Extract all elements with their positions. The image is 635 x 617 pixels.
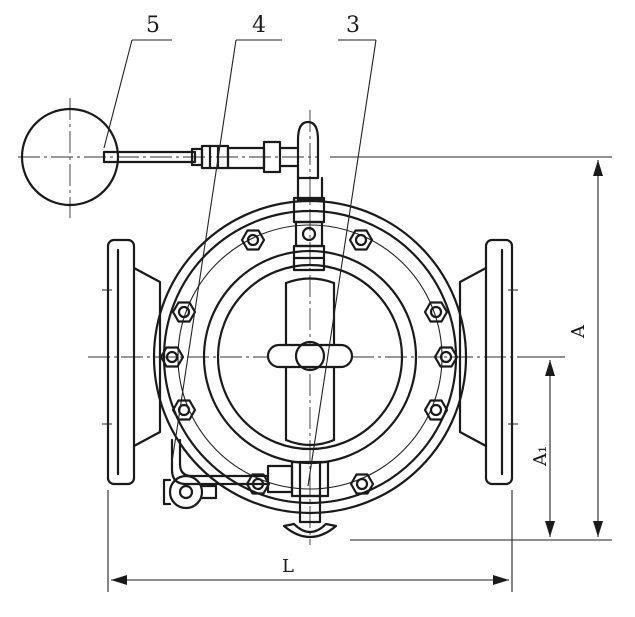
callout-4: 4 [252, 13, 266, 38]
float-ball [20, 107, 120, 207]
bolt [349, 473, 375, 495]
bolt [240, 229, 266, 251]
center-guide [266, 277, 354, 447]
lower-left-fitting [162, 474, 218, 510]
dimension-l [107, 490, 513, 592]
right-flange [458, 238, 518, 486]
dimension-a-label: A [568, 324, 589, 339]
bolt [348, 229, 374, 251]
dimension-l-label: L [282, 556, 294, 577]
left-flange [102, 238, 162, 486]
pilot-elbow [292, 120, 326, 272]
float-rod [102, 140, 300, 174]
dimension-a1-label: A₁ [530, 446, 551, 467]
bolt [433, 346, 459, 368]
bolt [159, 346, 185, 368]
bolt [423, 301, 449, 323]
bolt [423, 399, 449, 421]
dimension-a [330, 156, 612, 541]
leader-lines [103, 39, 377, 487]
callout-5: 5 [146, 13, 160, 38]
callout-3: 3 [346, 13, 360, 38]
bolt [171, 399, 197, 421]
dimension-a1 [518, 356, 565, 537]
